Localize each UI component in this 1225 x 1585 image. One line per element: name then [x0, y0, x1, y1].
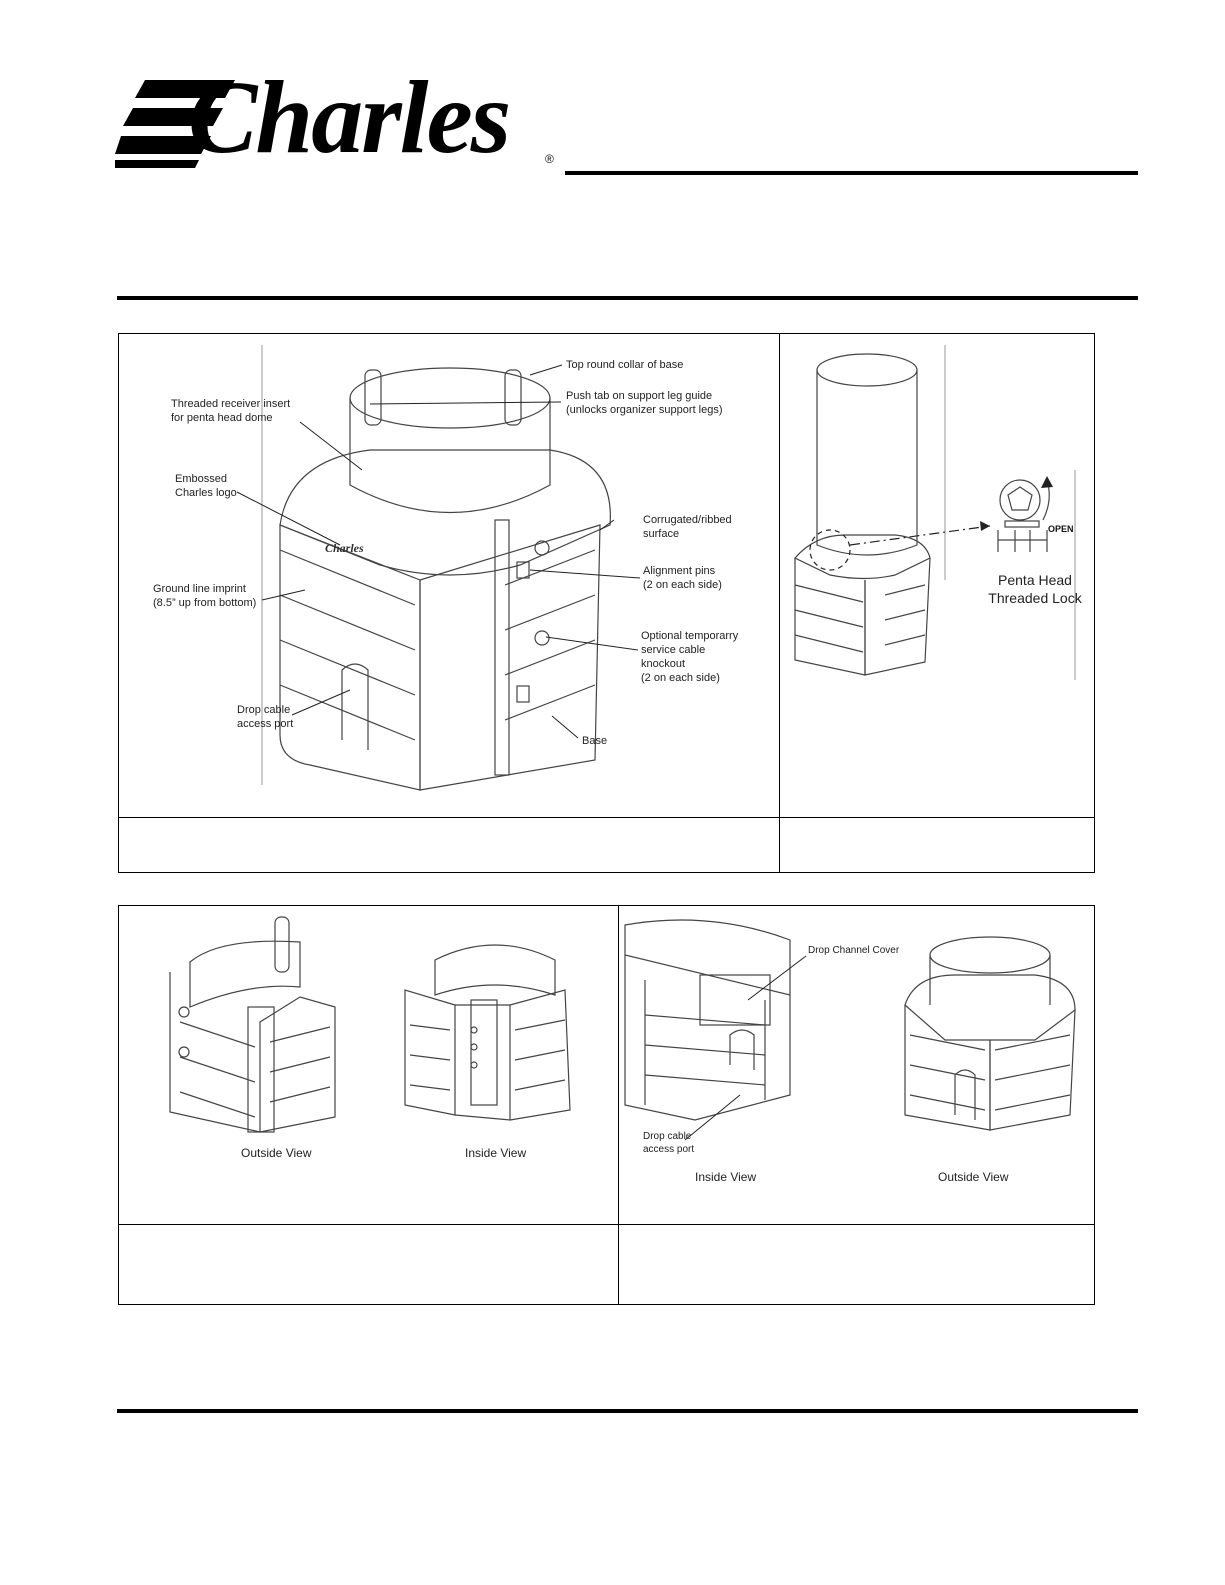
right-outside-view-label: Outside View [938, 1170, 1009, 1184]
callout-alignment: Alignment pins [643, 565, 716, 577]
dome-drawing [794, 345, 1076, 680]
header-rule [565, 171, 1138, 175]
callout-drop-cable: Drop cable [237, 704, 291, 716]
callout-threaded: Threaded receiver insert [171, 398, 291, 410]
figure1-caption-row [118, 817, 1095, 818]
title-rule [117, 296, 1138, 300]
callout-corrugated-note: surface [643, 528, 680, 540]
callout-optional-4: (2 on each side) [641, 672, 720, 684]
callout-alignment-note: (2 on each side) [643, 579, 722, 591]
callout-ground-line-note: (8.5” up from bottom) [153, 597, 257, 609]
open-label: OPEN [1048, 524, 1074, 534]
charles-logo [115, 80, 235, 168]
callout-optional-2: service cable [641, 644, 706, 656]
callout-leaders [236, 364, 641, 739]
figure2-divider [618, 905, 619, 1305]
callout-ground-line: Ground line imprint [153, 583, 246, 595]
callout-push-tab-note: (unlocks organizer support legs) [566, 404, 723, 416]
left-outside-view-label: Outside View [241, 1146, 312, 1160]
figure2-leaders [684, 955, 807, 1141]
figure2-caption-row [118, 1224, 1095, 1225]
callout-optional: Optional temporarry [641, 630, 739, 642]
callout-push-tab: Push tab on support leg guide [566, 390, 713, 402]
callout-threaded-note: for penta head dome [171, 412, 273, 424]
registered-mark: ® [545, 152, 554, 166]
footer-rule [117, 1409, 1138, 1413]
callout-embossed: Embossed [175, 473, 227, 485]
logo-wordmark: Charles [188, 60, 511, 175]
penta-head-label: Penta Head [998, 572, 1072, 588]
callout-embossed-note: Charles logo [175, 487, 237, 499]
right-inside-view-label: Inside View [695, 1170, 757, 1184]
callout-optional-3: knockout [641, 658, 686, 670]
callout-top-collar: Top round collar of base [566, 359, 684, 371]
half-inside-drawing [404, 944, 571, 1121]
pedestal-drawing: Charles [261, 345, 611, 791]
drop-cable-label-2: access port [643, 1144, 695, 1155]
callout-corrugated: Corrugated/ribbed [643, 514, 732, 526]
svg-text:Charles: Charles [325, 541, 364, 555]
base-inside-drawing [624, 919, 791, 1121]
callout-base: Base [582, 735, 608, 747]
half-outside-drawing [169, 916, 336, 1133]
figure1-divider [779, 333, 780, 873]
callout-drop-cable-2: access port [237, 718, 294, 730]
base-outside-drawing [904, 936, 1076, 1131]
drop-cable-label: Drop cable [643, 1131, 692, 1142]
left-inside-view-label: Inside View [465, 1146, 527, 1160]
penta-head-label-2: Threaded Lock [988, 590, 1082, 606]
drop-channel-cover-label: Drop Channel Cover [808, 945, 900, 956]
figure1-table [118, 333, 1095, 873]
figure2-table [118, 905, 1095, 1305]
